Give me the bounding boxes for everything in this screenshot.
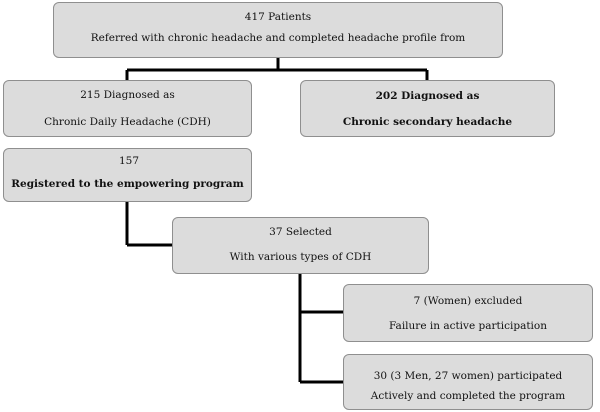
box-excluded: 7 (Women) excluded Failure in active par… xyxy=(343,284,593,342)
registered-count: 157 xyxy=(119,155,140,167)
secondary-count: 202 Diagnosed as xyxy=(375,90,480,102)
selected-description: With various types of CDH xyxy=(229,251,372,263)
box-participated: 30 (3 Men, 27 women) participated Active… xyxy=(343,354,593,410)
excluded-count: 7 (Women) excluded xyxy=(413,295,523,307)
patients-count: 417 Patients xyxy=(244,11,312,23)
cdh-description: Chronic Daily Headache (CDH) xyxy=(44,116,211,128)
patients-description: Referred with chronic headache and compl… xyxy=(90,32,466,44)
box-selected: 37 Selected With various types of CDH xyxy=(172,217,429,274)
participated-count: 30 (3 Men, 27 women) participated xyxy=(373,370,563,382)
box-secondary-diagnosis: 202 Diagnosed as Chronic secondary heada… xyxy=(300,80,555,137)
box-registered: 157 Registered to the empowering program xyxy=(3,148,252,202)
participated-description: Actively and completed the program xyxy=(370,390,566,402)
selected-count: 37 Selected xyxy=(269,226,332,238)
cdh-count: 215 Diagnosed as xyxy=(80,89,175,101)
excluded-reason: Failure in active participation xyxy=(388,320,547,332)
box-patients: 417 Patients Referred with chronic heada… xyxy=(53,2,503,58)
secondary-description: Chronic secondary headache xyxy=(342,116,513,128)
box-cdh-diagnosis: 215 Diagnosed as Chronic Daily Headache … xyxy=(3,80,252,137)
registered-description: Registered to the empowering program xyxy=(11,178,244,190)
